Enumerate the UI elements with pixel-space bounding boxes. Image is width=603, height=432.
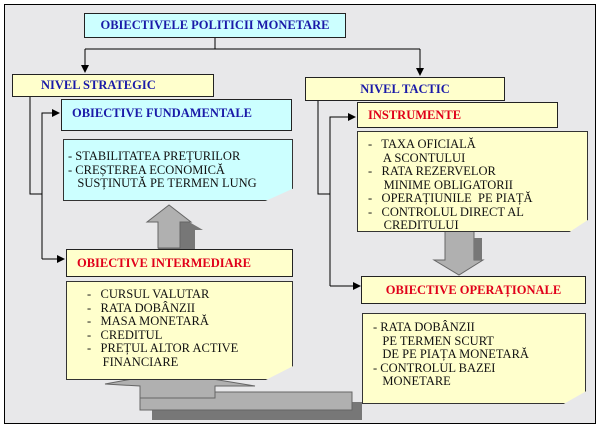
up-arrow xyxy=(145,204,193,249)
instruments-label: INSTRUMENTE xyxy=(368,107,462,122)
list-item: MONETARE xyxy=(373,374,451,388)
list-item: - TAXA OFICIALĂ xyxy=(368,137,476,151)
intermediate-objectives-box: OBIECTIVE INTERMEDIARE xyxy=(66,249,293,277)
list-item: - CONTROLUL BAZEI xyxy=(373,360,496,375)
instruments-list: - TAXA OFICIALĂ A SCONTULUI - RATA REZER… xyxy=(357,131,588,232)
fundamental-objectives-label: OBIECTIVE FUNDAMENTALE xyxy=(72,106,252,120)
list-item: - CURSUL VALUTAR xyxy=(87,287,210,301)
operational-objectives-label: OBIECTIVE OPERAȚIONALE xyxy=(385,282,562,297)
list-item: - MASA MONETARĂ xyxy=(87,314,209,328)
strategic-level-label: NIVEL STRATEGIC xyxy=(41,78,156,92)
intermediate-objectives-label: OBIECTIVE INTERMEDIARE xyxy=(77,255,251,270)
list-item: MINIME OBLIGATORII xyxy=(368,177,513,192)
fundamental-objectives-list: - STABILITATEA PREȚURILOR - CREȘTEREA EC… xyxy=(63,139,293,201)
tactic-level-label: NIVEL TACTIC xyxy=(360,81,450,96)
list-item: - CONTROLUL DIRECT AL xyxy=(368,204,524,219)
strategic-line xyxy=(29,96,42,195)
list-item: - RATA DOBÂNZII xyxy=(373,320,475,334)
list-item: - RATA DOBÂNZII xyxy=(87,300,196,315)
fundamental-objectives-box: OBIECTIVE FUNDAMENTALE xyxy=(61,99,292,131)
list-item: A SCONTULUI xyxy=(368,150,466,165)
list-item: SUSȚINUTĂ PE TERMEN LUNG xyxy=(68,176,257,190)
list-item: FINANCIARE xyxy=(87,354,179,369)
intermediate-objectives-list: - CURSUL VALUTAR - RATA DOBÂNZII - MASA … xyxy=(66,281,293,380)
tactic-line xyxy=(317,100,330,195)
list-item: - PREȚUL ALTOR ACTIVE xyxy=(87,341,239,355)
list-item: DE PE PIAȚA MONETARĂ xyxy=(373,347,529,361)
operational-objectives-box: OBIECTIVE OPERAȚIONALE xyxy=(361,276,586,304)
list-item: PE TERMEN SCURT xyxy=(373,333,494,348)
list-item: - OPERAȚIUNILE PE PIAȚĂ xyxy=(368,191,533,205)
list-item: - STABILITATEA PREȚURILOR xyxy=(68,149,241,163)
top-connector xyxy=(84,37,421,74)
instruments-box: INSTRUMENTE xyxy=(357,102,558,128)
list-item: - RATA REZERVELOR xyxy=(368,164,496,178)
operational-objectives-list: - RATA DOBÂNZII PE TERMEN SCURT DE PE PI… xyxy=(362,313,586,404)
title-box: OBIECTIVELE POLITICII MONETARE xyxy=(84,13,346,38)
down-arrow xyxy=(432,230,485,276)
list-item: CREDITULUI xyxy=(368,218,459,232)
down-arrow-shadow xyxy=(474,238,482,260)
list-item: - CREDITUL xyxy=(87,327,163,342)
strategic-level-box: NIVEL STRATEGIC xyxy=(12,74,214,97)
tactic-level-box: NIVEL TACTIC xyxy=(305,77,505,101)
title: OBIECTIVELE POLITICII MONETARE xyxy=(100,18,330,32)
list-item: - CREȘTEREA ECONOMICĂ xyxy=(68,162,225,177)
